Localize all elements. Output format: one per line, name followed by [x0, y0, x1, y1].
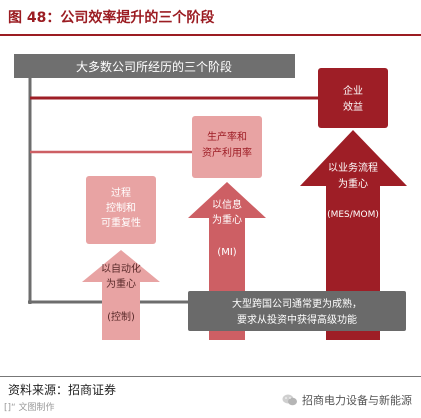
stage2-box-line2: 资产利用率 — [202, 146, 252, 159]
banner-box — [14, 54, 295, 78]
title-underline — [0, 34, 421, 36]
stage1-arrow — [82, 250, 160, 340]
stage1-box — [86, 176, 156, 244]
footer-divider — [0, 376, 421, 377]
note-line2: 要求从投资中获得高级功能 — [237, 313, 357, 326]
stage3-arrow-line1: 以业务流程 — [328, 161, 378, 174]
note-box — [188, 291, 406, 331]
note-line1: 大型跨国公司通常更为成熟， — [232, 297, 362, 310]
stage1-box-line2: 控制和 — [106, 201, 136, 214]
stages-diagram: 大多数公司所经历的三个阶段 过程 控制和 可重复性 以自动化 为重心 (控制) … — [14, 54, 407, 340]
stage1-box-line3: 可重复性 — [101, 216, 141, 229]
stage3-arrow-tag: (MES/MOM) — [327, 210, 379, 220]
stage1-arrow-line2: 为重心 — [106, 277, 136, 290]
stage2-arrow-line2: 为重心 — [212, 213, 242, 226]
stage2-arrow-line1: 以信息 — [212, 198, 242, 211]
wechat-account[interactable]: 招商电力设备与新能源 — [282, 392, 412, 408]
stage3-box-line1: 企业 — [343, 84, 363, 97]
stage2-box-line1: 生产率和 — [207, 130, 247, 143]
stage1-arrow-tag: (控制) — [107, 310, 135, 323]
wechat-account-name: 招商电力设备与新能源 — [302, 394, 412, 407]
stage3-arrow-line2: 为重心 — [338, 177, 368, 190]
wechat-icon — [282, 394, 297, 406]
source-note: 资料来源：招商证券 — [8, 383, 117, 397]
stage1-box-line1: 过程 — [111, 186, 131, 199]
stage3-arrow — [300, 130, 407, 340]
stage3-box-line2: 效益 — [343, 100, 363, 113]
stage2-box — [192, 116, 262, 178]
stage2-arrow — [188, 182, 266, 340]
watermark-left: []“ 文图制作 — [4, 403, 55, 413]
figure-title: 图 48：公司效率提升的三个阶段 — [8, 10, 215, 26]
stage2-arrow-tag: (MI) — [217, 247, 236, 258]
figure-title-bar: 图 48：公司效率提升的三个阶段 — [0, 0, 421, 30]
stage1-arrow-line1: 以自动化 — [101, 262, 141, 275]
banner-text: 大多数公司所经历的三个阶段 — [76, 59, 232, 74]
stage3-box — [318, 68, 388, 128]
